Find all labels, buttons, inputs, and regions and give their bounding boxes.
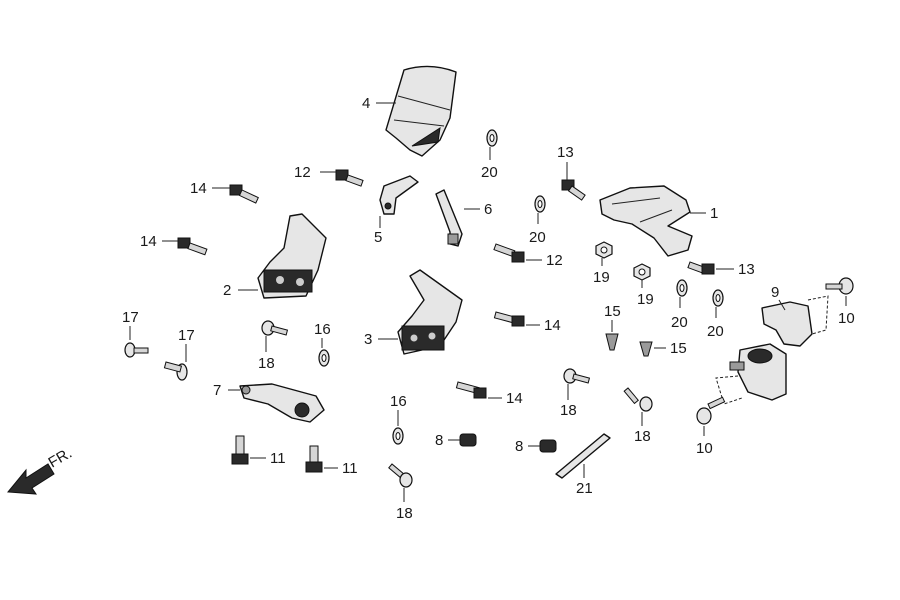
bolt-11-a	[231, 435, 249, 465]
callout-16-a: 16	[314, 321, 331, 338]
washer-16-b	[392, 427, 404, 445]
bolt-10-b	[696, 396, 726, 425]
front-direction-arrow: FR.	[7, 445, 75, 495]
bolt-14-d	[455, 381, 487, 399]
callout-18-c: 18	[634, 428, 651, 445]
callout-11-b: 11	[342, 460, 358, 477]
bolt-14-c	[493, 311, 525, 327]
part-4-windscreen	[385, 65, 457, 157]
callout-21: 21	[576, 480, 593, 497]
callout-17-a: 17	[122, 309, 139, 326]
bolt-11-b	[305, 445, 323, 473]
callout-2: 2	[223, 282, 231, 299]
callout-12-b: 12	[546, 252, 563, 269]
callout-3: 3	[364, 331, 372, 348]
part-3-right-bracket	[397, 269, 463, 355]
bolt-14-a	[229, 184, 259, 204]
callout-1: 1	[710, 205, 718, 222]
part-1-cover	[599, 185, 693, 257]
washer-20-d	[712, 289, 724, 307]
screw-17-a	[124, 342, 149, 358]
callout-6: 6	[484, 201, 492, 218]
callout-10-a: 10	[838, 310, 855, 327]
callout-5: 5	[374, 229, 382, 246]
washer-20-a	[486, 129, 498, 147]
callout-14-c: 14	[544, 317, 561, 334]
callout-15-a: 15	[604, 303, 621, 320]
callout-7: 7	[213, 382, 221, 399]
part-5-small-bracket	[379, 175, 419, 215]
callout-18-d: 18	[396, 505, 413, 522]
bolt-13-a	[561, 179, 586, 201]
callout-12-a: 12	[294, 164, 311, 181]
part-6-stay-rod	[435, 189, 463, 247]
callout-8-b: 8	[515, 438, 523, 455]
nut-19-b	[633, 263, 651, 281]
grommet-8-b	[539, 439, 557, 453]
grommet-8-a	[459, 433, 477, 447]
callout-11-a: 11	[270, 450, 286, 467]
washer-20-b	[534, 195, 546, 213]
callout-10-b: 10	[696, 440, 713, 457]
part-2-left-bracket	[257, 213, 327, 299]
callout-13-b: 13	[738, 261, 755, 278]
screw-17-b	[163, 361, 188, 381]
clip-15-b	[639, 341, 653, 357]
callout-19-b: 19	[637, 291, 654, 308]
bolt-13-b	[687, 261, 715, 275]
callout-20-d: 20	[707, 323, 724, 340]
washer-20-c	[676, 279, 688, 297]
callout-14-b: 14	[140, 233, 157, 250]
callout-20-b: 20	[529, 229, 546, 246]
callout-4: 4	[362, 95, 370, 112]
part-7-link-arm	[239, 383, 325, 423]
nut-19-a	[595, 241, 613, 259]
bolt-12-b	[493, 243, 525, 263]
callout-15-b: 15	[670, 340, 687, 357]
screw-18-b	[563, 368, 591, 384]
washer-16-a	[318, 349, 330, 367]
part-9-clamp-holder	[715, 295, 829, 405]
part-21-strap	[555, 433, 611, 479]
callout-16-b: 16	[390, 393, 407, 410]
callout-14-d: 14	[506, 390, 523, 407]
callout-8-a: 8	[435, 432, 443, 449]
screw-18-d	[388, 463, 413, 488]
clip-15-a	[605, 333, 619, 351]
callout-20-a: 20	[481, 164, 498, 181]
callout-20-c: 20	[671, 314, 688, 331]
bolt-10-a	[825, 277, 854, 295]
callout-17-b: 17	[178, 327, 195, 344]
callout-14-a: 14	[190, 180, 207, 197]
callout-18-a: 18	[258, 355, 275, 372]
callout-13-a: 13	[557, 144, 574, 161]
screw-18-c	[623, 387, 653, 412]
bolt-12-a	[335, 169, 364, 187]
callout-18-b: 18	[560, 402, 577, 419]
callout-9: 9	[771, 284, 779, 301]
bolt-14-b	[177, 237, 208, 256]
callout-19-a: 19	[593, 269, 610, 286]
screw-18-a	[261, 320, 289, 336]
